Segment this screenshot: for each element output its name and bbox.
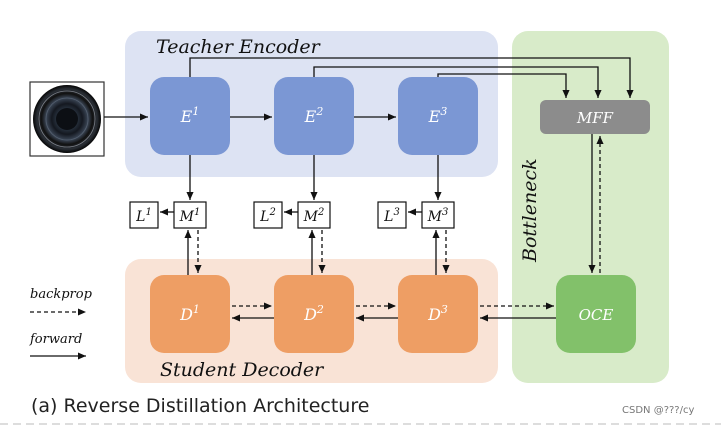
loss-label-3: L3: [383, 207, 400, 225]
encoder-label-2: E2: [304, 105, 324, 126]
decoder-label-1: D1: [179, 303, 200, 324]
forward-arrows: [104, 57, 634, 322]
map-box-3: M3: [421, 201, 455, 229]
oce-block: [556, 275, 636, 353]
encoder-label-1: E1: [180, 105, 200, 126]
student-decoder-title: Student Decoder: [160, 359, 325, 381]
backprop-arrows: [194, 136, 604, 310]
decoder-label-3: D3: [427, 303, 448, 324]
map-box-1: M1: [173, 201, 207, 229]
map-box-2: M2: [297, 201, 331, 229]
legend: backprop forward: [29, 287, 93, 360]
encoder-block-3: [398, 77, 478, 155]
mff-label: MFF: [576, 109, 614, 127]
loss-label-2: L2: [259, 207, 276, 225]
legend-forward-label: forward: [29, 332, 82, 347]
encoder-block-1: [150, 77, 230, 155]
figure-caption: (a) Reverse Distillation Architecture: [31, 395, 369, 417]
loss-box-3: L3: [377, 201, 407, 229]
loss-box-2: L2: [253, 201, 283, 229]
map-label-2: M2: [303, 207, 325, 225]
map-label-1: M1: [179, 207, 201, 225]
teacher-encoder-title: Teacher Encoder: [156, 36, 322, 58]
map-label-3: M3: [427, 207, 449, 225]
legend-backprop-label: backprop: [30, 287, 93, 302]
encoder-label-3: E3: [428, 105, 448, 126]
decoder-block-2: [274, 275, 354, 353]
input-image: [29, 81, 105, 157]
decoder-label-2: D2: [303, 303, 324, 324]
mff-block: [540, 100, 650, 134]
decoder-block-1: [150, 275, 230, 353]
watermark: CSDN @???/cy: [622, 405, 694, 416]
decoder-block-3: [398, 275, 478, 353]
bottleneck-title: Bottleneck: [519, 158, 541, 263]
loss-label-1: L1: [135, 207, 152, 225]
encoder-block-2: [274, 77, 354, 155]
loss-box-1: L1: [129, 201, 159, 229]
oce-label: OCE: [579, 306, 614, 324]
